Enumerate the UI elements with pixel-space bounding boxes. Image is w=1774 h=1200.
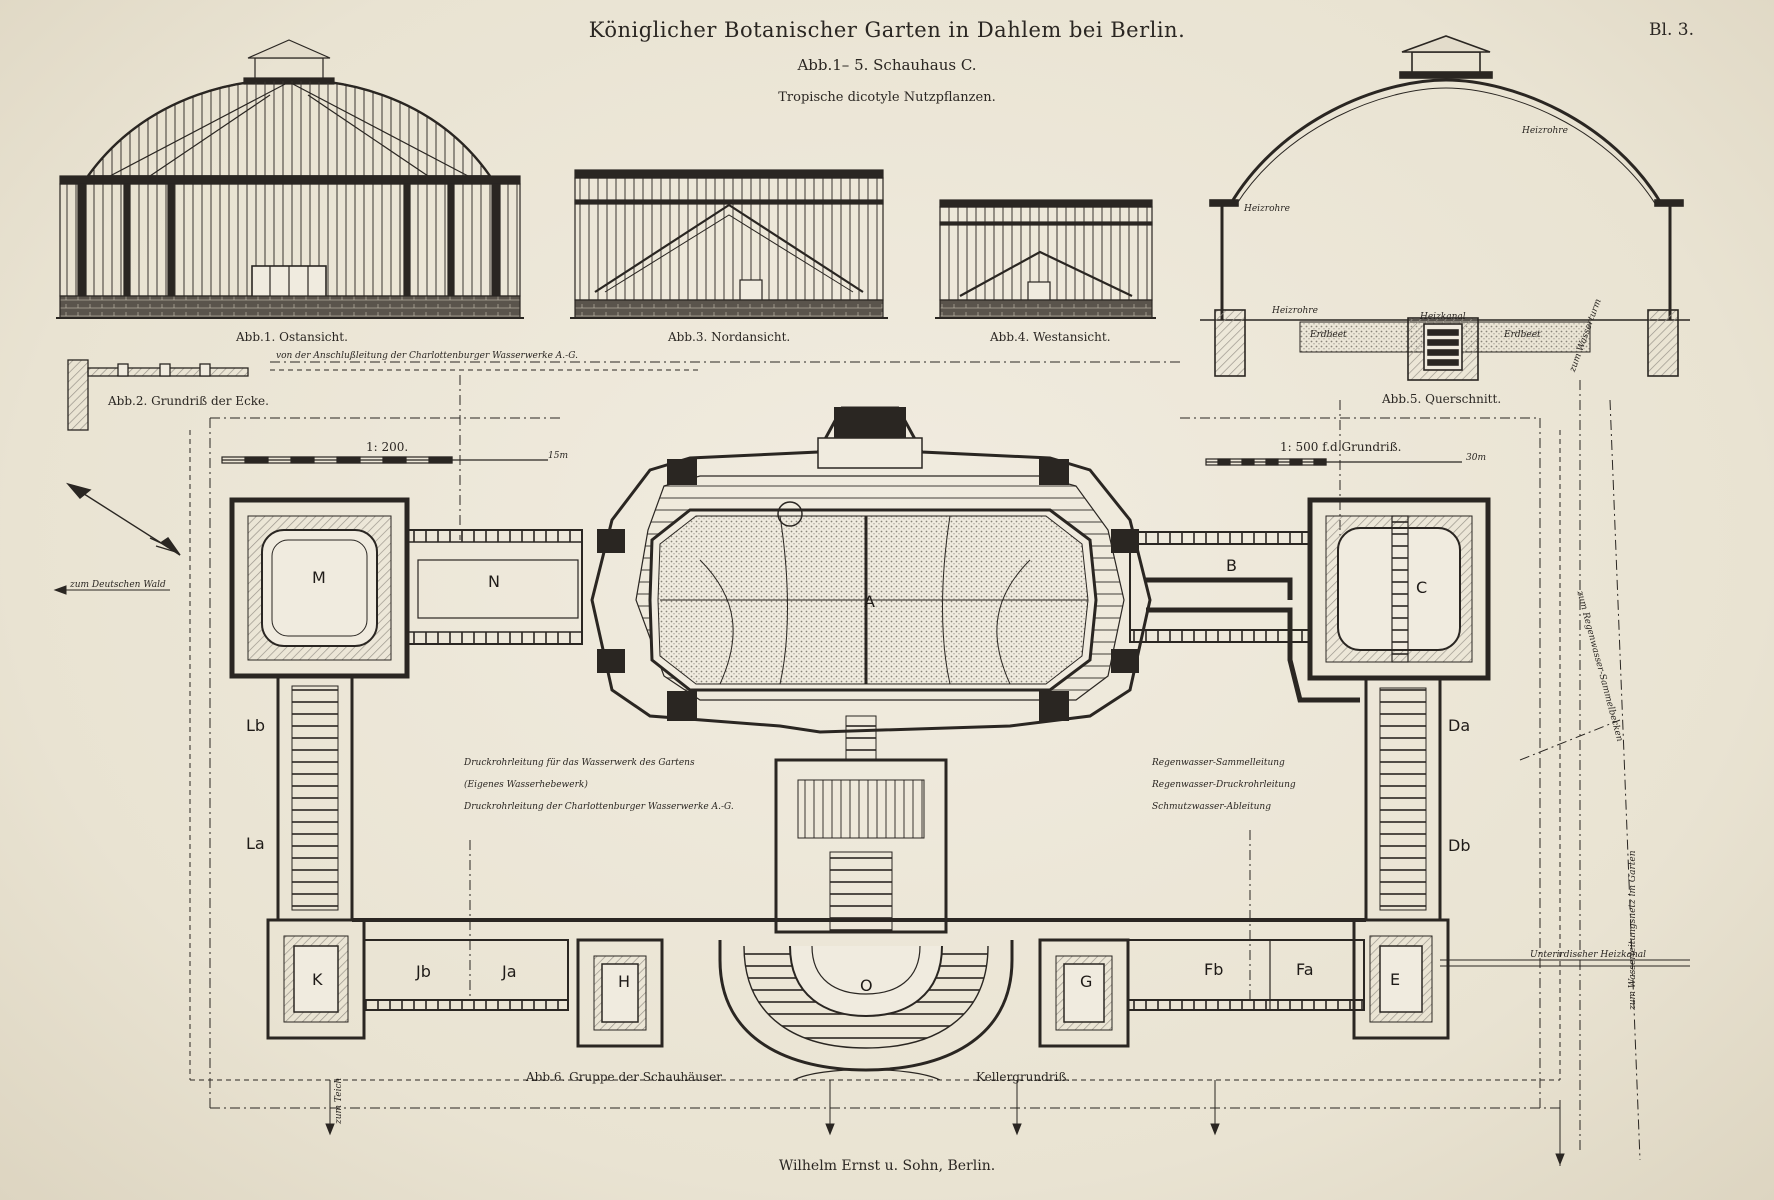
room-label-E: E: [1390, 970, 1401, 989]
house-O: [718, 715, 1014, 1081]
corner-plan: [67, 359, 249, 431]
house-M: [229, 497, 410, 679]
room-label-Db: Db: [1448, 836, 1471, 855]
house-C: [1307, 497, 1491, 681]
room-label-A: A: [864, 592, 875, 611]
room-label-La: La: [246, 834, 265, 853]
note-deutscher-wald: zum Deutschen Wald: [70, 580, 166, 590]
sheet-subtitle: Abb.1– 5. Schauhaus C.: [797, 56, 977, 74]
legend-left-2: (Eigenes Wasserhebewerk): [464, 780, 588, 790]
sheet-title: Königlicher Botanischer Garten in Dahlem…: [588, 18, 1186, 42]
room-label-N: N: [488, 572, 500, 591]
house-A: [590, 406, 1152, 734]
legend-right-1: Regenwasser-Sammelleitung: [1152, 758, 1285, 768]
note-erdbeet-right: Erdbeet: [1504, 330, 1541, 340]
note-heizrohre-top: Heizrohre: [1522, 126, 1568, 136]
caption-abb3: Abb.3. Nordansicht.: [668, 330, 791, 344]
room-label-Lb: Lb: [246, 716, 266, 735]
caption-abb4: Abb.4. Westansicht.: [990, 330, 1111, 344]
scale-right-end: 30m: [1466, 453, 1486, 463]
caption-abb5: Abb.5. Querschnitt.: [1382, 392, 1502, 406]
room-label-K: K: [312, 970, 323, 989]
legend-left-3: Druckrohrleitung der Charlottenburger Wa…: [464, 802, 734, 812]
scale-right-label: 1: 500 f.d.Grundriß.: [1280, 440, 1402, 454]
house-J: [363, 939, 569, 1011]
house-H: [576, 938, 664, 1048]
room-label-Jb: Jb: [416, 962, 431, 981]
ground-plan: [53, 361, 1690, 1170]
room-label-M: M: [312, 568, 326, 587]
east-elevation: [56, 39, 524, 319]
cross-section: [1200, 35, 1690, 381]
house-D: [1364, 676, 1442, 922]
west-elevation: [935, 199, 1156, 319]
note-erdbeet-left: Erdbeet: [1310, 330, 1347, 340]
room-label-Fb: Fb: [1204, 960, 1224, 979]
house-L: [276, 674, 354, 922]
outflow-arrows: [325, 1080, 1565, 1166]
caption-abb2: Abb.2. Grundriß der Ecke.: [108, 394, 269, 408]
note-teich: zum Teich: [334, 1077, 344, 1124]
note-heizkanal: Heizkanal: [1420, 312, 1466, 322]
room-label-Fa: Fa: [1296, 960, 1314, 979]
room-label-B: B: [1226, 556, 1237, 575]
caption-abb6: Abb.6. Gruppe der Schauhäuser: [526, 1070, 722, 1084]
north-arrow: [65, 482, 181, 556]
room-label-G: G: [1080, 972, 1093, 991]
publisher-imprint: Wilhelm Ernst u. Sohn, Berlin.: [778, 1158, 996, 1174]
room-label-C: C: [1416, 578, 1428, 597]
scale-left-end: 15m: [548, 451, 568, 461]
room-label-H: H: [618, 972, 631, 991]
room-label-Da: Da: [1448, 716, 1471, 735]
scale-bar-right: [1205, 458, 1462, 466]
legend-left-1: Druckrohrleitung für das Wasserwerk des …: [464, 758, 695, 768]
note-heizkanal-plan: Unterirdischer Heizkanal: [1530, 950, 1647, 960]
legend-right-2: Regenwasser-Druckrohrleitung: [1152, 780, 1296, 790]
note-heizrohre-left: Heizrohre: [1244, 204, 1290, 214]
sheet-subtitle-2: Tropische dicotyle Nutzpflanzen.: [778, 90, 996, 105]
caption-keller: Kellergrundriß.: [976, 1070, 1071, 1084]
house-F: [1127, 939, 1365, 1011]
scale-left-label: 1: 200.: [366, 440, 409, 454]
note-heizrohre-low: Heizrohre: [1272, 306, 1318, 316]
house-G: [1038, 938, 1130, 1048]
house-N: [406, 529, 583, 645]
room-label-Ja: Ja: [502, 962, 517, 981]
house-B: [1129, 531, 1360, 703]
caption-abb1: Abb.1. Ostansicht.: [236, 330, 348, 344]
legend-right-3: Schmutzwasser-Ableitung: [1152, 802, 1271, 812]
house-E: [1352, 918, 1450, 1040]
note-anschluss: von der Anschlußleitung der Charlottenbu…: [276, 351, 578, 361]
note-wasserleitung: zum Wasserleitungsnetz im Garten: [1628, 850, 1638, 1010]
room-label-O: O: [860, 976, 873, 995]
scale-bar-left: [221, 456, 548, 464]
sheet-number: Bl. 3.: [1649, 20, 1694, 40]
north-elevation: [570, 169, 888, 319]
